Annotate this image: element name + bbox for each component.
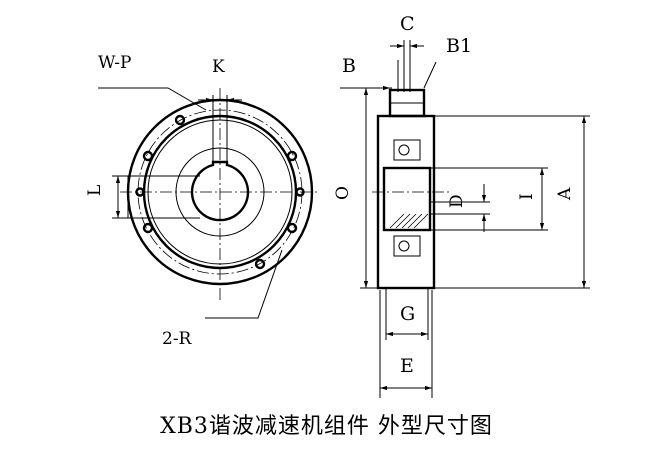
bolt-holes (135, 114, 305, 270)
label-r: 2-R (162, 329, 193, 349)
hub-circle (175, 147, 265, 237)
label-b1: B1 (446, 35, 472, 57)
drawing-caption: XB3谐波减速机组件 外型尺寸图 (160, 414, 493, 439)
bolt-hole (174, 114, 186, 126)
bore-with-keyway (190, 160, 250, 222)
bolt-pitch-circle (137, 109, 303, 275)
label-a: A (555, 187, 575, 201)
label-wp: W-P (98, 53, 131, 73)
front-view (98, 87, 320, 319)
bolt-hole (142, 222, 154, 234)
label-k: K (212, 57, 225, 77)
side-hub (382, 166, 432, 232)
label-b: B (342, 55, 356, 77)
wp-leader (98, 87, 207, 111)
label-d: D (447, 194, 467, 208)
r-leader (205, 249, 283, 319)
bolt-hole (142, 150, 154, 162)
side-flange-body (376, 114, 436, 290)
label-g: G (400, 303, 415, 325)
bolt-hole (254, 258, 266, 270)
label-e: E (400, 355, 414, 377)
bearing-ball (398, 144, 410, 156)
bolt-hole (286, 222, 298, 234)
lower-bearing-cage (393, 235, 421, 257)
label-l: L (85, 185, 105, 196)
inner-ring-inner-circle (147, 119, 293, 265)
bearing-ball (398, 240, 410, 252)
hub-hatching (389, 213, 429, 229)
label-c: C (400, 13, 415, 35)
b1-leader (423, 61, 437, 89)
upper-bearing-cage (393, 139, 421, 161)
label-i: I (517, 193, 537, 200)
bolt-hole (295, 187, 305, 197)
bolt-hole (135, 187, 145, 197)
side-view (340, 40, 590, 398)
bolt-hole (286, 150, 298, 162)
label-o: O (333, 186, 353, 200)
